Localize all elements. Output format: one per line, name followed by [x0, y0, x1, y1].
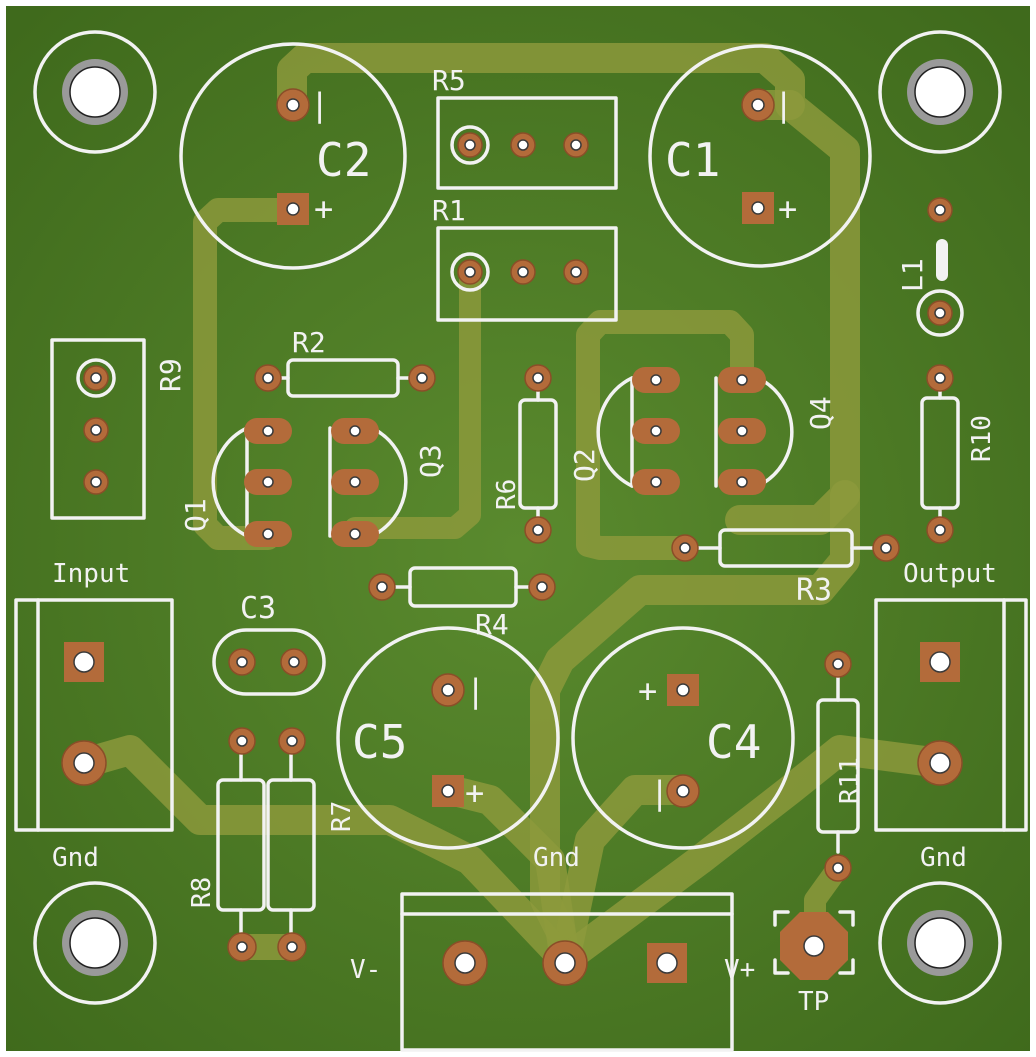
c4-outline: [571, 626, 795, 850]
mount-hole-top-right: [878, 30, 1002, 154]
c4-plus-mark: +: [638, 672, 657, 710]
label-c5: C5: [352, 715, 407, 769]
label-c4: C4: [706, 715, 761, 769]
trace-c4-gnd: [550, 775, 695, 975]
label-r6: R6: [492, 479, 522, 510]
pads: [61, 88, 963, 986]
q3-outline: [370, 426, 408, 538]
label-r7: R7: [327, 801, 357, 832]
r1-outline: [436, 226, 618, 322]
r9-outline: [50, 338, 146, 520]
label-c3: C3: [240, 591, 276, 626]
c5-plus-mark: +: [465, 774, 484, 812]
c2-outline: [179, 42, 407, 270]
input-terminal-outline: [14, 598, 174, 832]
label-r9: R9: [154, 358, 187, 392]
label-output: Output: [903, 559, 997, 589]
silkscreen-labels: C2 C1 R5 R1 R2 R3 R4 C3 C5 C4 Input Outp…: [52, 64, 997, 1017]
trace-c5-gnd: [435, 775, 580, 975]
r9-wiper-ring: [76, 358, 116, 398]
label-r10: R10: [967, 415, 997, 462]
c2-minus-mark: |: [310, 86, 329, 124]
trace-q-loop: [576, 310, 754, 560]
label-v-minus: V-: [350, 955, 381, 985]
label-gnd-center: Gnd: [533, 843, 580, 873]
q4-outline: [756, 376, 794, 488]
mounting-holes: [33, 30, 1002, 1005]
label-input: Input: [52, 559, 130, 589]
label-q2: Q2: [568, 448, 601, 482]
c4-minus-mark: |: [650, 774, 669, 812]
label-r11: R11: [835, 757, 865, 804]
label-r1: R1: [432, 194, 466, 227]
label-q1: Q1: [179, 498, 212, 532]
label-c2: C2: [316, 133, 371, 187]
c1-outline: [648, 44, 872, 268]
c1-plus-mark: +: [778, 190, 797, 228]
label-gnd-right: Gnd: [920, 843, 967, 873]
mount-hole-top-left: [33, 30, 157, 154]
trace-input-gnd: [70, 735, 580, 975]
mount-hole-bottom-left: [33, 881, 157, 1005]
r5-outline: [436, 96, 618, 190]
trace-c2-plus: [193, 198, 304, 550]
r1-wiper-ring: [450, 252, 490, 292]
label-r4: R4: [475, 608, 509, 641]
q2-outline: [596, 376, 634, 488]
r5-wiper-ring: [450, 125, 490, 165]
label-r2: R2: [292, 326, 326, 359]
label-r8: R8: [187, 877, 217, 908]
label-r5: R5: [432, 64, 466, 97]
label-l1: L1: [896, 258, 929, 292]
tp-outline: [773, 910, 855, 975]
power-terminal-outline: [400, 892, 734, 1052]
label-q3: Q3: [414, 444, 447, 478]
label-r3: R3: [796, 573, 832, 608]
trace-r1-q3: [344, 261, 481, 539]
label-c1: C1: [665, 133, 720, 187]
label-q4: Q4: [804, 396, 837, 430]
mount-hole-bottom-right: [878, 881, 1002, 1005]
l1-ring: [916, 289, 964, 337]
c5-minus-mark: |: [466, 672, 485, 710]
c2-plus-mark: +: [314, 190, 333, 228]
c3-outline: [212, 628, 326, 696]
label-tp: TP: [798, 987, 829, 1017]
label-gnd-left: Gnd: [52, 843, 99, 873]
output-terminal-outline: [874, 598, 1028, 832]
c1-minus-mark: |: [774, 86, 793, 124]
label-v-plus: V+: [724, 955, 755, 985]
c5-outline: [336, 626, 560, 850]
q1-outline: [211, 426, 249, 538]
